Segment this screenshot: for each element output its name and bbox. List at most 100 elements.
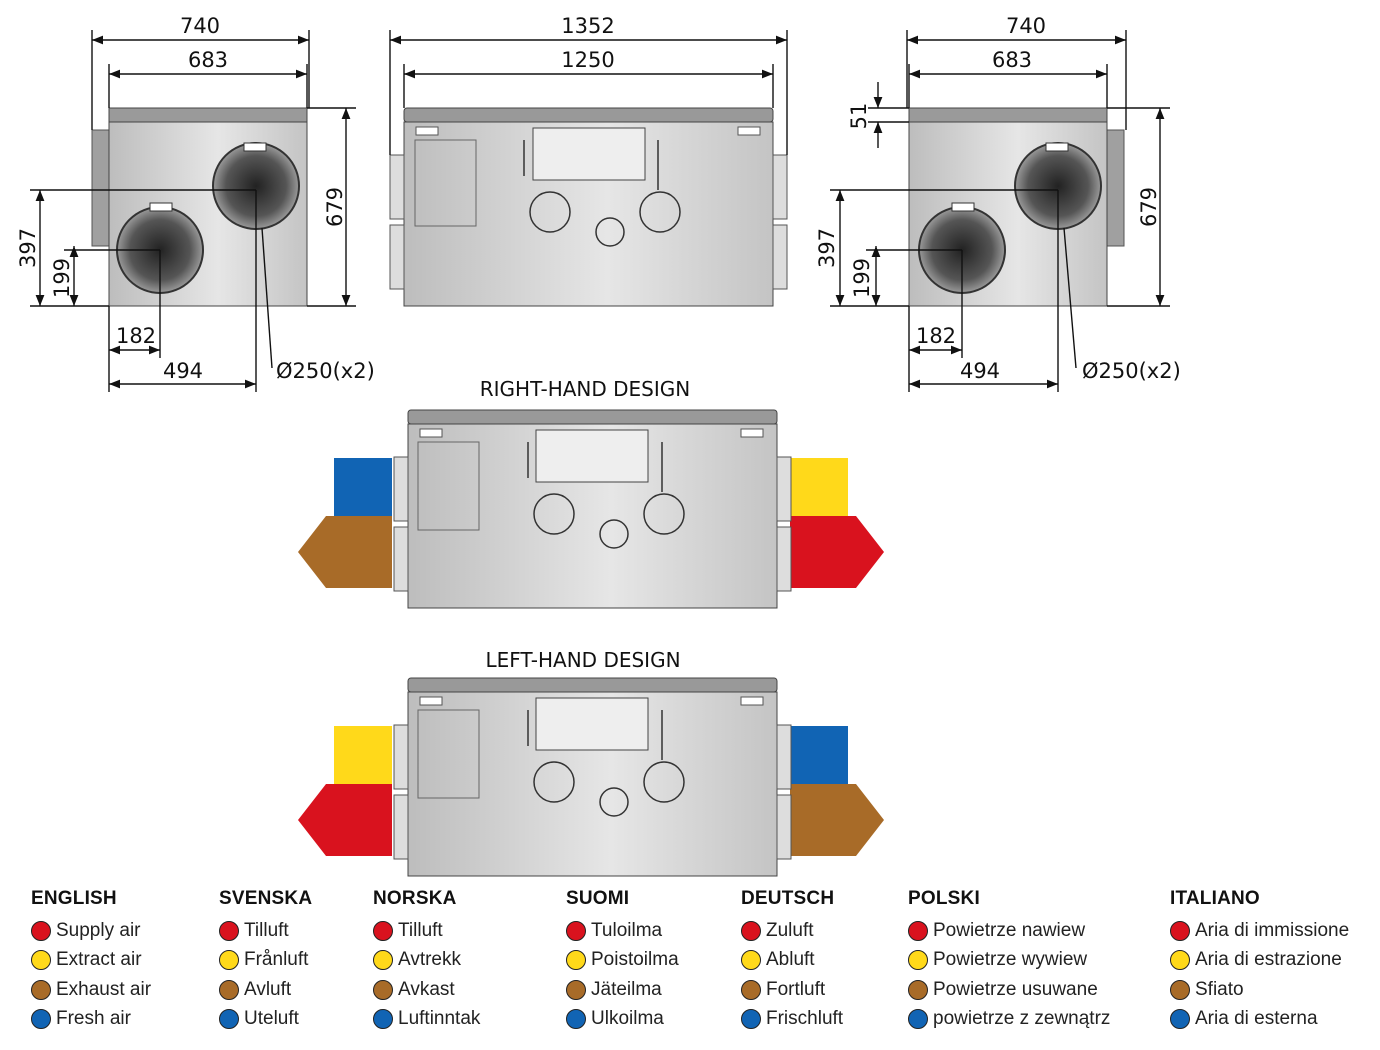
- duct-collar: [776, 794, 792, 860]
- side-connector-box: [91, 129, 110, 247]
- legend-language: ENGLISH: [31, 888, 117, 909]
- top-lid: [407, 409, 778, 425]
- legend-item-label: Extract air: [56, 949, 142, 971]
- legend-item-label: Aria di immissione: [1195, 919, 1350, 941]
- legend-item-label: Aria di estrazione: [1195, 949, 1342, 971]
- supply-air-dot-icon: [31, 920, 51, 941]
- legend-language: NORSKA: [373, 888, 457, 909]
- legend-column: SVENSKA Tilluft Frånluft Avluft Uteluft: [219, 888, 312, 1034]
- left-side-view: 740 683 679 397 199 182 494 Ø250(x2): [16, 14, 375, 392]
- fresh-air-dot-icon: [741, 1009, 761, 1030]
- legend-item-label: Uteluft: [244, 1008, 299, 1030]
- legend-item-label: Powietrze usuwane: [933, 978, 1098, 1000]
- dim-duct-lower-offset: 182: [116, 324, 156, 348]
- extract-air-dot-icon: [373, 950, 393, 971]
- legend-item: Fortluft: [741, 975, 843, 1005]
- dimension-lines: [389, 30, 788, 155]
- legend-item-label: Fresh air: [56, 1008, 131, 1030]
- dim-top-lid: 51: [847, 103, 871, 130]
- legend-item: Powietrze nawiew: [908, 916, 1110, 946]
- legend-item: Zuluft: [741, 916, 843, 946]
- legend-item: Aria di esterna: [1170, 1005, 1349, 1035]
- legend-item: Avluft: [219, 975, 312, 1005]
- legend-item-label: Luftinntak: [398, 1008, 481, 1030]
- legend-item: Exhaust air: [31, 975, 151, 1005]
- supply-air-dot-icon: [908, 920, 928, 941]
- handle: [419, 428, 443, 438]
- legend-item-label: Tilluft: [244, 919, 289, 941]
- exhaust-air-dot-icon: [741, 979, 761, 1000]
- flow-right-bottom: [790, 784, 884, 856]
- control-box: [535, 429, 649, 483]
- dimension-lines: [30, 30, 356, 392]
- top-lid: [407, 677, 778, 693]
- label-plate: [149, 202, 173, 212]
- handle: [419, 696, 443, 706]
- supply-air-dot-icon: [741, 920, 761, 941]
- flow-left-bottom: [298, 784, 392, 856]
- exhaust-air-dot-icon: [1170, 979, 1190, 1000]
- dimension-lines: [830, 30, 1170, 392]
- left-hand-design-title: LEFT-HAND DESIGN: [485, 648, 680, 672]
- label-plate: [1045, 142, 1069, 152]
- dim-duct-upper-offset: 494: [960, 359, 1000, 383]
- dim-height: 679: [323, 187, 347, 227]
- dim-duct-diameter: Ø250(x2): [276, 359, 375, 383]
- duct-collar: [393, 526, 409, 592]
- supply-air-dot-icon: [1170, 920, 1190, 941]
- dim-duct-lower-offset: 182: [916, 324, 956, 348]
- fresh-air-dot-icon: [219, 1009, 239, 1030]
- legend-item-label: Frischluft: [766, 1008, 844, 1030]
- legend-column: DEUTSCH Zuluft Abluft Fortluft Frischluf…: [741, 888, 843, 1034]
- fresh-air-dot-icon: [373, 1009, 393, 1030]
- flow-right-bottom: [790, 516, 884, 588]
- duct-collar-right-upper: [772, 154, 788, 220]
- legend-item: Avkast: [373, 975, 480, 1005]
- extract-air-dot-icon: [741, 950, 761, 971]
- legend-item: Jäteilma: [566, 975, 679, 1005]
- duct-collar-left-lower: [389, 224, 405, 290]
- legend-language: SUOMI: [566, 888, 630, 909]
- cable-coils: [523, 140, 681, 247]
- control-box: [532, 127, 646, 181]
- legend-item-label: Abluft: [766, 949, 815, 971]
- legend-language: DEUTSCH: [741, 888, 835, 909]
- legend-item-label: Avkast: [398, 978, 455, 1000]
- handle: [737, 126, 761, 136]
- legend-item-label: powietrze z zewnątrz: [933, 1008, 1111, 1030]
- label-plate: [243, 142, 267, 152]
- legend-item-label: Frånluft: [244, 949, 309, 971]
- dim-duct-upper-height: 397: [815, 228, 839, 268]
- legend-item: Supply air: [31, 916, 151, 946]
- left-hand-design-unit: [298, 677, 884, 877]
- legend-language: ITALIANO: [1170, 888, 1260, 909]
- exhaust-air-dot-icon: [219, 979, 239, 1000]
- exhaust-air-dot-icon: [908, 979, 928, 1000]
- legend-item: Sfiato: [1170, 975, 1349, 1005]
- legend-item: Fresh air: [31, 1005, 151, 1035]
- dim-width-outer: 740: [1006, 14, 1046, 38]
- dim-width-outer: 1352: [561, 14, 614, 38]
- legend-item-label: Sfiato: [1195, 978, 1244, 1000]
- dim-width-outer: 740: [180, 14, 220, 38]
- legend-item: Powietrze usuwane: [908, 975, 1110, 1005]
- legend-column: ITALIANO Aria di immissione Aria di estr…: [1170, 888, 1349, 1034]
- dim-duct-lower-height: 199: [50, 258, 74, 298]
- legend-item: Tilluft: [373, 916, 480, 946]
- legend-item-label: Powietrze nawiew: [933, 919, 1086, 941]
- handle: [740, 428, 764, 438]
- dim-height: 679: [1137, 187, 1161, 227]
- extract-air-dot-icon: [908, 950, 928, 971]
- extract-air-dot-icon: [566, 950, 586, 971]
- service-hatch: [417, 441, 480, 531]
- dim-width-inner: 683: [992, 48, 1032, 72]
- dim-duct-diameter: Ø250(x2): [1082, 359, 1181, 383]
- exhaust-air-dot-icon: [566, 979, 586, 1000]
- duct-collar: [393, 456, 409, 522]
- legend-item: Luftinntak: [373, 1005, 480, 1035]
- label-plate: [951, 202, 975, 212]
- legend-item-label: Exhaust air: [56, 978, 152, 1000]
- fresh-air-dot-icon: [908, 1009, 928, 1030]
- dim-width-inner: 1250: [561, 48, 614, 72]
- legend-item-label: Powietrze wywiew: [933, 949, 1088, 971]
